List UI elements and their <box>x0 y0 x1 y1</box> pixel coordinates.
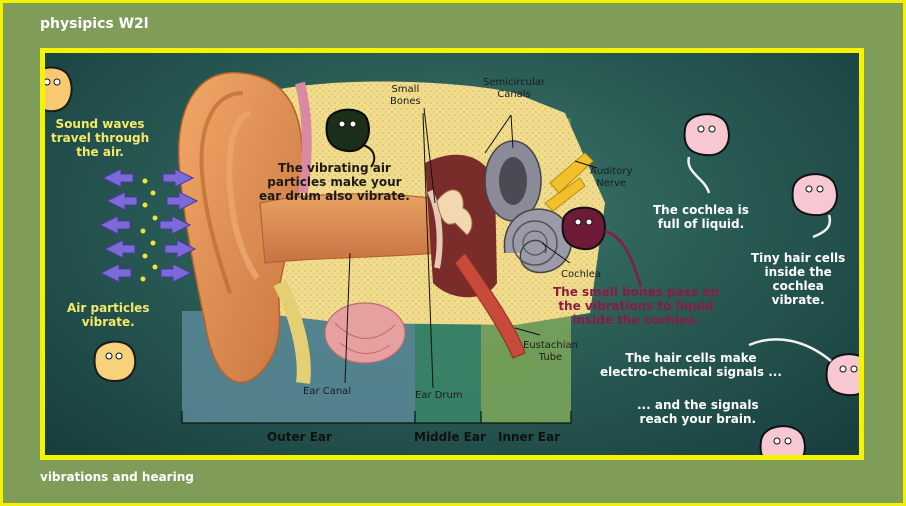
ossicles <box>436 189 473 236</box>
blob-dark <box>325 108 376 168</box>
pinna-inner <box>226 110 260 280</box>
middle-ear-band <box>415 311 481 423</box>
section-inner-ear: Inner Ear <box>498 430 560 444</box>
ear-drum <box>427 189 443 269</box>
label-ear-canal: Ear Canal <box>303 386 352 397</box>
page-subtitle: vibrations and hearing <box>40 470 194 484</box>
inner-ear-band <box>481 311 571 423</box>
page-title: physipics W2l <box>40 16 149 32</box>
blob-pink-2 <box>791 173 838 239</box>
cartilage <box>295 81 312 194</box>
blob-pink-1 <box>683 113 730 194</box>
blob-pink-4 <box>759 425 806 455</box>
ear-canal <box>259 193 438 264</box>
air-particle-arrows <box>98 168 199 283</box>
section-outer-ear: Outer Ear <box>267 430 332 444</box>
label-cochlea: Cochlea <box>561 269 601 280</box>
pinna-fold <box>199 91 244 294</box>
eustachian-tube <box>454 252 526 359</box>
section-bracket <box>181 411 572 424</box>
blob-maroon <box>561 206 643 288</box>
label-ear-drum: Ear Drum <box>415 390 463 401</box>
blob-yellow-bottom <box>93 340 137 383</box>
blob-pink-3 <box>748 338 859 397</box>
blob-yellow-top <box>45 66 73 113</box>
air-particle-dots <box>140 178 158 282</box>
ear-diagram <box>45 66 859 455</box>
section-middle-ear: Middle Ear <box>414 430 486 444</box>
